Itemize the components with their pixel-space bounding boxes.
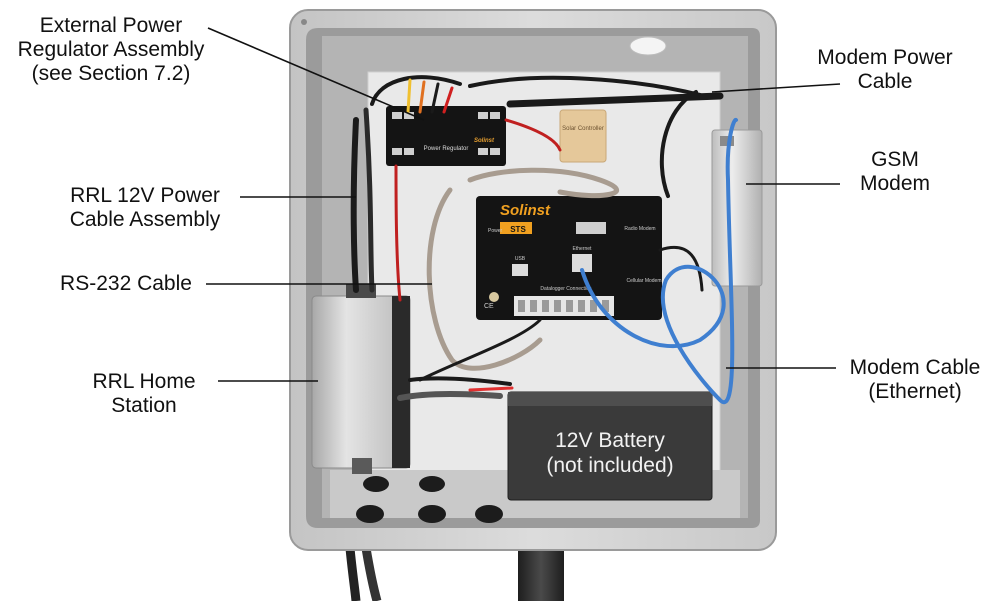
callout-text: Modem Power xyxy=(817,46,953,69)
power-regulator-box: Power Regulator Solinst xyxy=(386,106,506,166)
callout-text: Modem xyxy=(859,172,931,195)
usb-port xyxy=(512,264,528,276)
regulator-label-text: Power Regulator xyxy=(424,146,469,152)
callout-text: (Ethernet) xyxy=(868,380,962,403)
callout-text: Cable Assembly xyxy=(69,208,221,231)
callout-text: Modem Cable xyxy=(849,356,981,379)
conduit-cable-left xyxy=(345,547,361,602)
battery-text: (not included) xyxy=(546,454,674,477)
leader-lines xyxy=(206,27,841,382)
callout-modem-cable: Modem Cable (Ethernet) xyxy=(832,356,998,404)
screw xyxy=(301,19,307,25)
ethernet-cable-line xyxy=(580,117,738,405)
callout-rrl-home-station: RRL Home Station xyxy=(74,370,214,418)
usb-text: USB xyxy=(515,256,526,262)
callout-external-power-regulator: External Power Regulator Assembly (see S… xyxy=(6,14,216,86)
gsm-modem-box xyxy=(711,129,763,287)
battery-text: 12V Battery xyxy=(555,429,665,452)
battery-box xyxy=(507,391,713,501)
callout-text: RS-232 Cable xyxy=(60,272,192,295)
callout-modem-power-cable: Modem Power Cable xyxy=(790,46,980,94)
vent-cap xyxy=(629,36,667,56)
callout-text: External Power xyxy=(39,14,183,37)
callout-gsm-modem: GSM Modem xyxy=(840,148,950,196)
callout-text: GSM xyxy=(871,148,919,171)
callout-text: Cable xyxy=(857,70,913,93)
callout-text: (see Section 7.2) xyxy=(31,62,191,85)
leader-modem-power xyxy=(711,83,841,93)
sts-controller-box: Solinst STS Power Radio Modem USB Ethern… xyxy=(476,196,662,320)
solar-controller-text: Solar Controller xyxy=(562,126,604,132)
callout-text: RRL 12V Power xyxy=(70,184,220,207)
battery-label: 12V Battery (not included) xyxy=(510,428,710,478)
status-led xyxy=(489,292,499,302)
controller-brand-text: Solinst xyxy=(500,202,551,219)
ethernet-port xyxy=(572,254,592,272)
callout-text: Station xyxy=(111,394,177,417)
callout-text: Regulator Assembly xyxy=(17,38,205,61)
cables xyxy=(350,75,738,405)
regulator-brand-text: Solinst xyxy=(474,138,495,144)
solar-controller-box: Solar Controller xyxy=(559,109,607,163)
ce-mark-text: CE xyxy=(484,303,494,310)
power-port-text: Power xyxy=(488,228,503,234)
leader-external-power xyxy=(207,27,425,121)
radio-modem-text: Radio Modem xyxy=(624,226,655,232)
callout-text: RRL Home xyxy=(92,370,196,393)
rs232-cable-line xyxy=(426,187,543,371)
mounting-pole xyxy=(518,548,564,601)
callout-rrl-power-cable: RRL 12V Power Cable Assembly xyxy=(50,184,240,232)
rs232-connector xyxy=(576,222,606,234)
datalogger-terminals xyxy=(514,296,614,316)
rrl-power-cable xyxy=(350,117,359,293)
sts-logo-text: STS xyxy=(510,225,526,234)
rrl-home-station-box xyxy=(311,284,411,474)
cable-grommets xyxy=(356,476,503,523)
callout-rs232-cable: RS-232 Cable xyxy=(46,272,206,296)
ethernet-text: Ethernet xyxy=(573,246,593,252)
datalogger-connection-text: Datalogger Connection xyxy=(540,286,591,292)
conduit-cable-right xyxy=(361,547,382,603)
cellular-modem-text: Cellular Modem xyxy=(626,278,661,284)
